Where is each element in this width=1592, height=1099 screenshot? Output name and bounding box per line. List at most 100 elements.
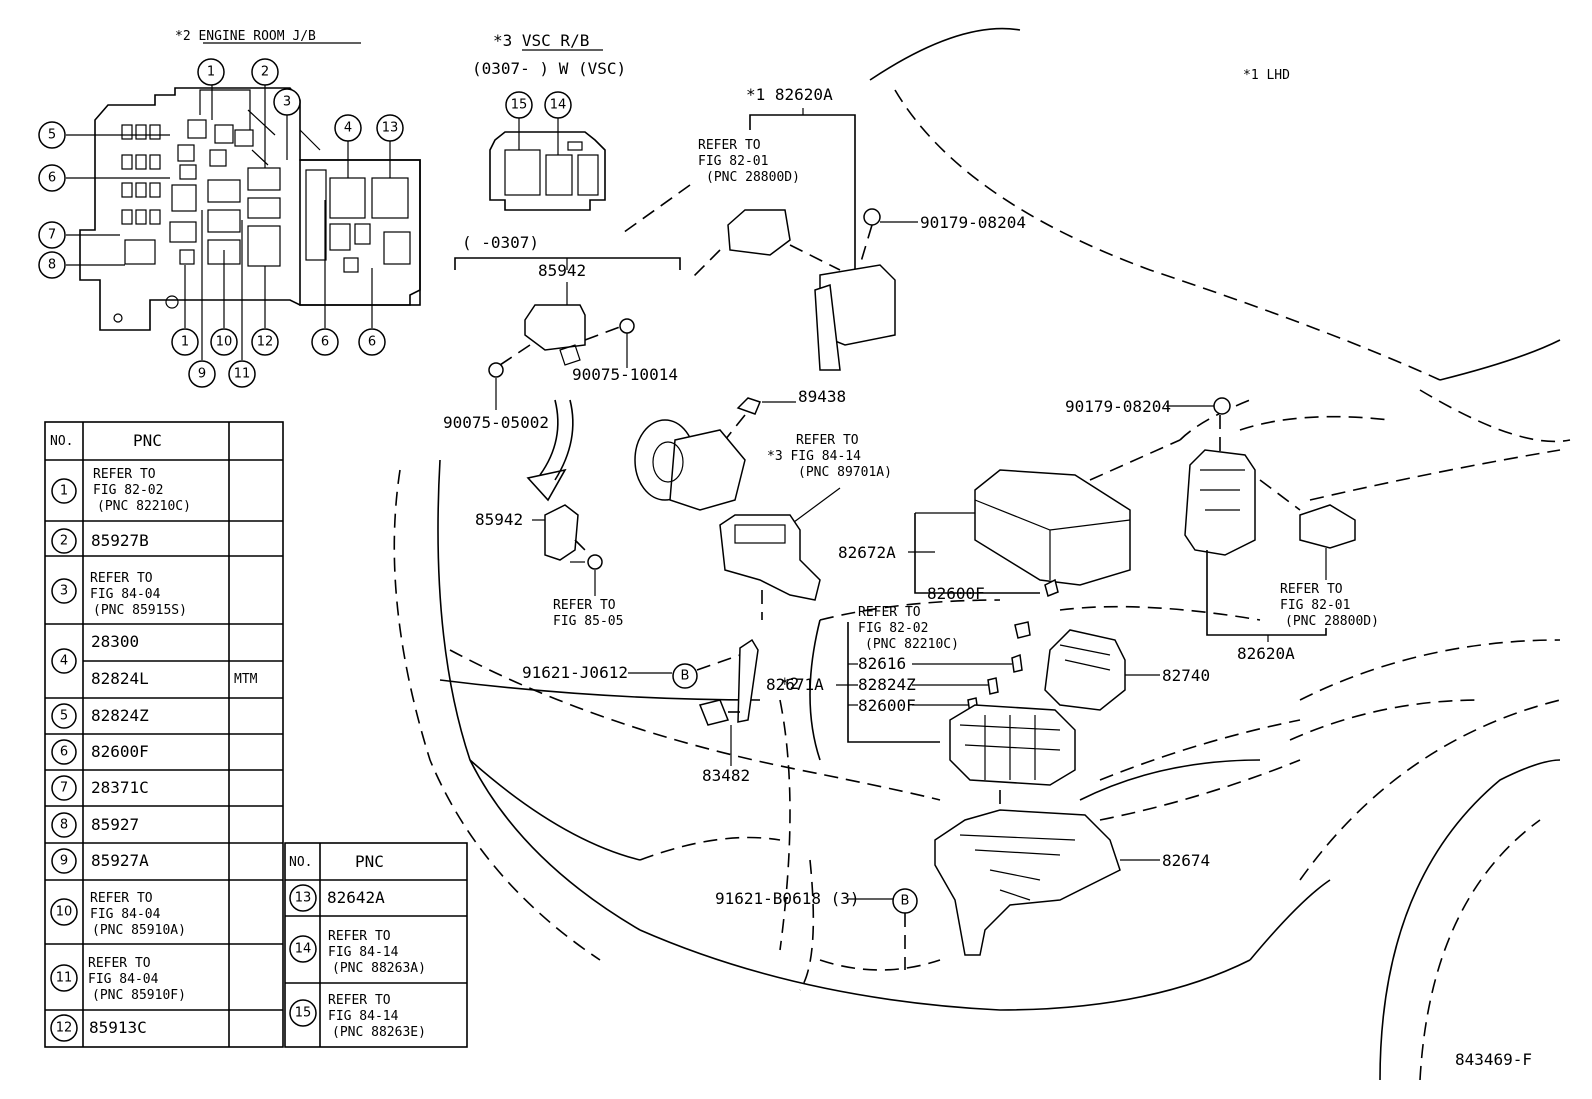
tray-82674-group: 82674 91621-B0618 (3) B <box>715 809 1210 970</box>
table1-row1-pnc-2: FIG 82-02 <box>93 483 163 498</box>
label-91621-B0618: 91621-B0618 (3) <box>715 889 860 908</box>
table1-row11-pnc-2: FIG 84-04 <box>88 972 159 987</box>
table1-row12-pnc: 85913C <box>89 1018 147 1037</box>
jb-cover-82672A-group: 82672A 82600F <box>838 439 1181 603</box>
b-mark-2: B <box>901 894 910 909</box>
inset-engine-room-jb: *2 ENGINE ROOM J/B <box>38 29 421 388</box>
table1-row12-no: 12 <box>56 1021 73 1036</box>
pnc-table-1: NO. PNC 1 REFER TO FIG 82-02 (PNC 82210C… <box>44 421 284 1048</box>
refer-82-01-a-1: REFER TO <box>698 138 761 153</box>
jb-callout-6: 6 <box>48 171 56 186</box>
table1-row1-pnc-3: (PNC 82210C) <box>97 499 191 514</box>
vsc-callout-15: 15 <box>511 98 528 113</box>
label-90179-a: 90179-08204 <box>920 213 1026 232</box>
relay-85942-group: ( -0307) 85942 90075-10014 90075-05002 <box>443 233 681 502</box>
label-82620A-top: *1 82620A <box>746 85 833 104</box>
ecu-82620A-group: *1 82620A REFER TO FIG 82-01 (PNC 28800D… <box>619 85 1026 371</box>
jb-callout-8: 8 <box>48 258 56 273</box>
b-mark-1: B <box>681 669 690 684</box>
table1-row11-pnc-1: REFER TO <box>88 956 151 971</box>
label-star2: *2 <box>780 674 799 693</box>
label-82824Z: 82824Z <box>858 675 916 694</box>
label-83482: 83482 <box>702 766 750 785</box>
label-82620A-b: 82620A <box>1237 644 1295 663</box>
vehicle-outline <box>393 27 1571 1081</box>
vsc-callout-14: 14 <box>550 98 567 113</box>
table1-row4b-pnc: 82824L <box>91 669 149 688</box>
connector-89701A-group: REFER TO *3 FIG 84-14 (PNC 89701A) <box>719 433 892 620</box>
table1-row9-no: 9 <box>60 854 68 869</box>
table1-row5-no: 5 <box>60 709 68 724</box>
jb-callout-9: 9 <box>198 367 206 382</box>
note-lhd: *1 LHD <box>1243 68 1290 83</box>
refer-85-05-1: REFER TO <box>553 598 616 613</box>
table1-row7-pnc: 28371C <box>91 778 149 797</box>
refer-84-14-1: REFER TO <box>796 433 859 448</box>
jb-callout-3: 3 <box>283 95 291 110</box>
table1-row10-pnc-2: FIG 84-04 <box>90 907 161 922</box>
table1-row3-pnc-3: (PNC 85915S) <box>93 603 187 618</box>
label-82600F-b: 82600F <box>858 696 916 715</box>
jb-callout-1: 1 <box>207 65 215 80</box>
jb-callout-13: 13 <box>382 121 399 136</box>
table2-row15-no: 15 <box>295 1006 312 1021</box>
table1-row4-pnc: 28300 <box>91 632 139 651</box>
bracket-83482-group: 91621-J0612 B 83482 <box>522 638 759 785</box>
table1-row5-pnc: 82824Z <box>91 706 149 725</box>
table1-row1-no: 1 <box>60 484 68 499</box>
jb-callout-6b: 6 <box>321 335 329 350</box>
label-82674: 82674 <box>1162 851 1210 870</box>
label-89438: 89438 <box>798 387 846 406</box>
label-90075-05002: 90075-05002 <box>443 413 549 432</box>
jb-callout-2: 2 <box>261 65 269 80</box>
jb-callout-6c: 6 <box>368 335 376 350</box>
refer-85-05-2: FIG 85-05 <box>553 614 623 629</box>
jb-callout-12: 12 <box>257 335 274 350</box>
inset-vsc-title: *3 VSC R/B <box>493 31 589 50</box>
table1-row11-no: 11 <box>56 971 73 986</box>
refer-82-02-1: REFER TO <box>858 605 921 620</box>
table2-row14-pnc-2: FIG 84-14 <box>328 945 399 960</box>
table2-row15-pnc-2: FIG 84-14 <box>328 1009 399 1024</box>
refer-84-14-2: *3 FIG 84-14 <box>767 449 861 464</box>
table1-row6-no: 6 <box>60 745 68 760</box>
label-82616: 82616 <box>858 654 906 673</box>
table1-row4-no: 4 <box>60 654 68 669</box>
label-90179-b: 90179-08204 <box>1065 397 1171 416</box>
table1-row11-pnc-3: (PNC 85910F) <box>92 988 186 1003</box>
refer-84-14-3: (PNC 89701A) <box>798 465 892 480</box>
table1-row7-no: 7 <box>60 781 68 796</box>
jb-callout-10: 10 <box>216 335 233 350</box>
refer-82-02-3: (PNC 82210C) <box>865 637 959 652</box>
inset-jb-title: *2 ENGINE ROOM J/B <box>175 29 316 44</box>
label-85942-b: 85942 <box>475 510 523 529</box>
table2-row13-pnc: 82642A <box>327 888 385 907</box>
jb-callout-7: 7 <box>48 228 56 243</box>
table1-row3-no: 3 <box>60 584 68 599</box>
table1-header-pnc: PNC <box>133 431 162 450</box>
refer-82-01-b-3: (PNC 28800D) <box>1285 614 1379 629</box>
table1-row2-no: 2 <box>60 534 68 549</box>
refer-82-01-b-1: REFER TO <box>1280 582 1343 597</box>
label-82740: 82740 <box>1162 666 1210 685</box>
jb-callout-4: 4 <box>344 121 352 136</box>
inset-vsc-rb: *3 VSC R/B (0307- ) W (VSC) 15 14 <box>472 31 626 211</box>
table1-row10-no: 10 <box>56 905 73 920</box>
jb-82740-group: REFER TO FIG 82-02 (PNC 82210C) 82616 82… <box>766 605 1210 815</box>
table2-row15-pnc-3: (PNC 88263E) <box>332 1025 426 1040</box>
table1-header-no: NO. <box>50 434 73 449</box>
label-82671A: 82671A <box>766 675 824 694</box>
refer-82-01-a-3: (PNC 28800D) <box>706 170 800 185</box>
label-90075-10014: 90075-10014 <box>572 365 678 384</box>
refer-82-01-a-2: FIG 82-01 <box>698 154 768 169</box>
label-82600F-a: 82600F <box>927 584 985 603</box>
jb-callout-1b: 1 <box>181 335 189 350</box>
label-85942-a: 85942 <box>538 261 586 280</box>
label-91621-J0612: 91621-J0612 <box>522 663 628 682</box>
jb-callout-5: 5 <box>48 128 56 143</box>
table1-row10-pnc-1: REFER TO <box>90 891 153 906</box>
jb-callout-11: 11 <box>234 367 251 382</box>
table1-row6-pnc: 82600F <box>91 742 149 761</box>
pnc-table-2: NO. PNC 13 82642A 14 REFER TO FIG 84-14 … <box>284 842 468 1048</box>
